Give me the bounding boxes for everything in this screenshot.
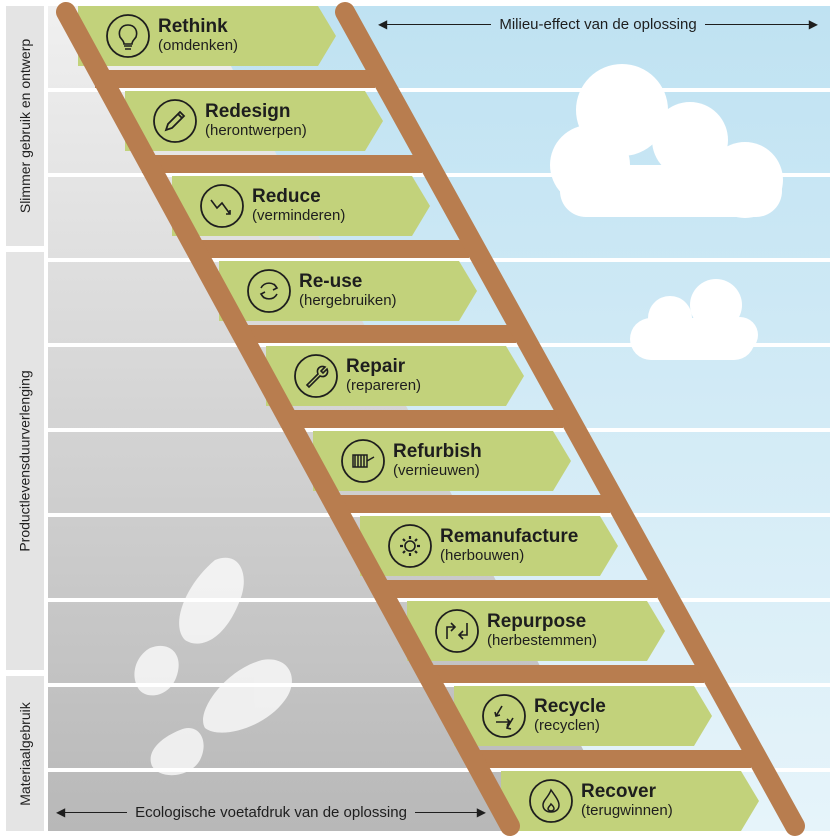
ladder-rail: [56, 2, 520, 836]
step-title: Redesign: [205, 101, 291, 122]
ladder-rail: [335, 2, 805, 836]
step-icon-ring: [435, 609, 479, 653]
pencil-icon: [164, 110, 186, 132]
arrow-right-icon: ▶: [476, 805, 486, 819]
step-label-repair: Repair(repareren): [346, 356, 421, 395]
ladder-step: [266, 346, 524, 406]
row-separator: [48, 258, 830, 262]
top-axis-label: Milieu-effect van de oplossing: [499, 15, 697, 33]
ladder-steps: [78, 6, 759, 831]
step-label-recycle: Recycle(recyclen): [534, 696, 606, 735]
step-label-repurpose: Repurpose(herbestemmen): [487, 611, 597, 650]
lightbulb-icon: [118, 24, 138, 50]
ladder-step: [78, 6, 336, 66]
recycle-icon: [494, 705, 514, 730]
step-label-refurbish: Refurbish(vernieuwen): [393, 441, 482, 480]
step-subtitle: (verminderen): [252, 207, 346, 224]
step-subtitle: (herbestemmen): [487, 632, 598, 649]
bottom-axis: ◀ Ecologische voetafdruk van de oplossin…: [56, 802, 486, 822]
ladder-rung: [377, 580, 657, 598]
step-icon-ring: [153, 99, 197, 143]
ladder-step: [172, 176, 430, 236]
step-subtitle: (omdenken): [158, 37, 239, 54]
step-label-remanufacture: Remanufacture(herbouwen): [440, 526, 578, 565]
brush-icon: [352, 454, 375, 468]
ladder-step: [313, 431, 571, 491]
step-title: Recover: [581, 781, 656, 802]
step-title: Remanufacture: [440, 526, 579, 547]
step-title: Repurpose: [487, 611, 587, 632]
wrench-icon: [305, 365, 329, 389]
step-label-rethink: Rethink(omdenken): [158, 16, 238, 55]
group-label-material-use: Materiaalgebruik: [17, 701, 33, 806]
group-label-smart-use: Slimmer gebruik en ontwerp: [17, 38, 34, 214]
ladder-rails: [56, 2, 805, 836]
step-icon-ring: [482, 694, 526, 738]
arrow-left-icon: ◀: [56, 805, 66, 819]
ladder-rung: [95, 70, 375, 88]
ladder-step: [219, 261, 477, 321]
ladder-step: [360, 516, 618, 576]
step-title: Refurbish: [393, 441, 482, 462]
ladder-step: [454, 686, 712, 746]
refresh-icon: [259, 282, 279, 300]
step-icon-ring: [294, 354, 338, 398]
ladder-rung: [236, 325, 516, 343]
row-separator: [48, 768, 830, 772]
step-icon-ring: [106, 14, 150, 58]
step-label-reduce: Reduce(verminderen): [252, 186, 345, 225]
step-icon-ring: [200, 184, 244, 228]
step-icon-ring: [529, 779, 573, 823]
ladder-rung: [283, 410, 563, 428]
step-subtitle: (repareren): [346, 377, 422, 394]
ladder-rung: [330, 495, 610, 513]
ladder-rung: [424, 665, 704, 683]
ladder-rung: [189, 240, 469, 258]
row-separator: [48, 598, 830, 602]
group-sidebar: [6, 6, 44, 831]
step-subtitle: (hergebruiken): [299, 292, 397, 309]
step-title: Re-use: [299, 271, 363, 292]
row-separator: [48, 343, 830, 347]
step-title: Repair: [346, 356, 406, 377]
step-title: Reduce: [252, 186, 321, 207]
row-separator: [48, 88, 830, 92]
step-title: Recycle: [534, 696, 606, 717]
ladder-step: [407, 601, 665, 661]
downtrend-icon: [210, 199, 231, 215]
step-subtitle: (recyclen): [534, 717, 600, 734]
ladder-step: [501, 771, 759, 831]
group-label-lifetime-extension: Productlevensduurverlenging: [17, 370, 33, 552]
row-separator: [48, 428, 830, 432]
gear-icon: [400, 536, 420, 556]
row-separator: [48, 513, 830, 517]
step-icon-ring: [388, 524, 432, 568]
footprints: [134, 557, 292, 776]
step-subtitle: (vernieuwen): [393, 462, 480, 479]
ladder-step: [125, 91, 383, 151]
step-subtitle: (herbouwen): [440, 547, 525, 564]
repurpose-icon: [446, 622, 468, 640]
cloud-small: [630, 279, 758, 360]
step-icon-ring: [247, 269, 291, 313]
cloud-large: [550, 64, 783, 218]
flame-icon: [542, 788, 560, 813]
step-label-redesign: Redesign(herontwerpen): [205, 101, 307, 140]
ladder-rung: [142, 155, 422, 173]
step-label-recover: Recover(terugwinnen): [581, 781, 673, 820]
step-title: Rethink: [158, 16, 228, 37]
step-subtitle: (herontwerpen): [205, 122, 307, 139]
step-label-reuse: Re-use(hergebruiken): [299, 271, 397, 310]
step-icon-ring: [341, 439, 385, 483]
step-subtitle: (terugwinnen): [581, 802, 673, 819]
arrow-left-icon: ◀: [378, 17, 388, 31]
top-axis: ◀ Milieu-effect van de oplossing ▶: [378, 14, 818, 34]
bottom-axis-label: Ecologische voetafdruk van de oplossing: [135, 803, 407, 821]
ladder-rung: [471, 750, 751, 768]
arrow-right-icon: ▶: [808, 17, 818, 31]
